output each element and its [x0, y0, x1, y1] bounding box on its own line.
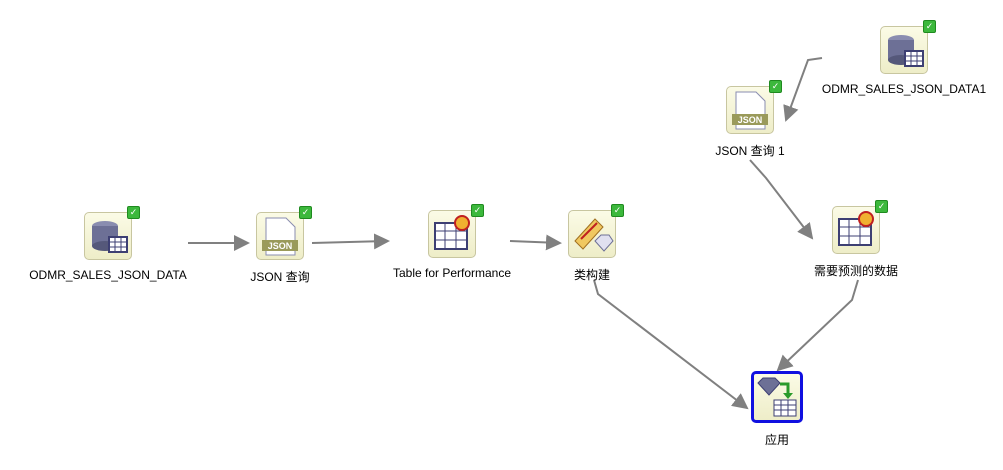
database-icon	[880, 26, 928, 74]
node-odmr-sales-json-data[interactable]: ✓ ODMR_SALES_JSON_DATA	[29, 206, 187, 282]
edge-n3-n4	[509, 234, 562, 251]
apply-icon	[751, 371, 803, 423]
status-check-icon: ✓	[299, 206, 312, 219]
class-build-icon	[568, 210, 616, 258]
edge-n4-n8	[593, 279, 749, 410]
node-class-build[interactable]: ✓ 类构建	[568, 204, 624, 282]
node-json-query[interactable]: JSON ✓ JSON 查询	[250, 206, 312, 284]
edge-n5-n7	[749, 159, 814, 240]
node-label: 需要预测的数据	[813, 264, 899, 278]
edge-n2-n3	[311, 233, 390, 250]
node-label: 应用	[764, 433, 790, 447]
node-table-for-performance[interactable]: ✓ Table for Performance	[393, 204, 511, 280]
node-label: ODMR_SALES_JSON_DATA1	[821, 82, 987, 96]
node-apply[interactable]: 应用	[751, 371, 803, 447]
status-check-icon: ✓	[127, 206, 140, 219]
svg-text:JSON: JSON	[268, 241, 293, 251]
node-odmr-sales-json-data1[interactable]: ✓ ODMR_SALES_JSON_DATA1	[822, 20, 986, 96]
svg-text:JSON: JSON	[738, 115, 763, 125]
node-label: ODMR_SALES_JSON_DATA	[29, 268, 187, 282]
node-json-query-1[interactable]: JSON ✓ JSON 查询 1	[715, 80, 785, 158]
node-label: JSON 查询 1	[715, 144, 785, 158]
json-document-icon: JSON	[726, 86, 774, 134]
status-check-icon: ✓	[611, 204, 624, 217]
status-check-icon: ✓	[923, 20, 936, 33]
status-check-icon: ✓	[769, 80, 782, 93]
database-icon	[84, 212, 132, 260]
edge-n7-n8	[776, 279, 859, 372]
create-table-icon	[832, 206, 880, 254]
json-document-icon: JSON	[256, 212, 304, 260]
node-data-to-predict[interactable]: ✓ 需要预测的数据	[814, 200, 898, 278]
status-check-icon: ✓	[875, 200, 888, 213]
status-check-icon: ✓	[471, 204, 484, 217]
create-table-icon	[428, 210, 476, 258]
node-label: JSON 查询	[250, 270, 310, 284]
node-label: 类构建	[573, 268, 611, 282]
node-label: Table for Performance	[392, 266, 512, 280]
edge-n6-n5	[783, 57, 823, 122]
